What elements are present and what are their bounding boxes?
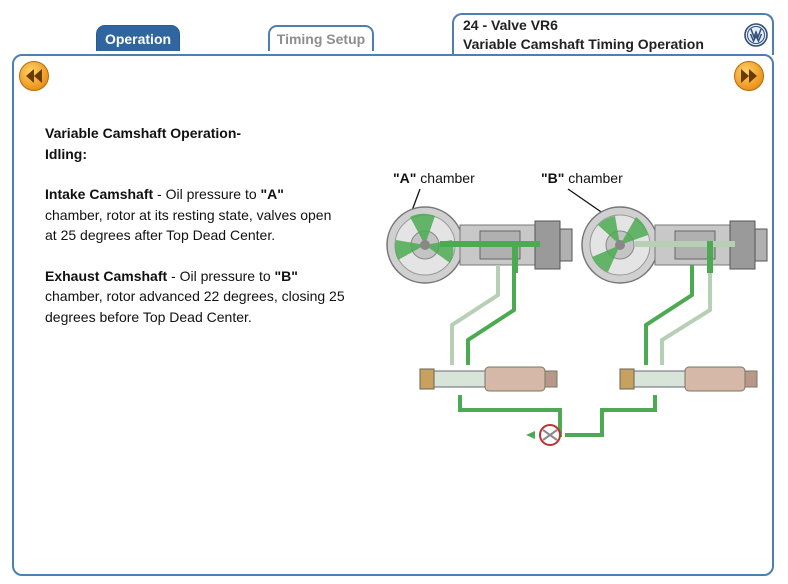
intake-cam-shaft xyxy=(440,220,573,273)
exhaust-solenoid-valve xyxy=(619,366,758,392)
rewind-icon[interactable] xyxy=(18,60,50,92)
exhaust-cam-adjuster xyxy=(581,206,659,284)
intake-solenoid-valve xyxy=(419,366,558,392)
description-text: Variable Camshaft Operation- Idling: Int… xyxy=(45,123,345,347)
title-box: 24 - Valve VR6 Variable Camshaft Timing … xyxy=(452,13,774,55)
course-title: 24 - Valve VR6 xyxy=(463,17,558,33)
exhaust-cam-shaft xyxy=(635,220,768,273)
vvt-hydraulic-diagram xyxy=(386,188,768,446)
vw-logo-icon xyxy=(744,23,768,47)
intake-paragraph: Intake Camshaft - Oil pressure to "A" ch… xyxy=(45,186,332,243)
section-heading: Variable Camshaft Operation- Idling: xyxy=(45,125,242,162)
tab-timing-setup[interactable]: Timing Setup xyxy=(268,25,374,51)
oil-supply-icon xyxy=(526,424,561,446)
chamber-a-label: "A" chamber xyxy=(393,170,475,186)
content-panel xyxy=(12,54,774,576)
intake-oil-lines xyxy=(450,265,562,437)
tab-operation[interactable]: Operation xyxy=(96,25,180,51)
exhaust-paragraph: Exhaust Camshaft - Oil pressure to "B" c… xyxy=(45,267,345,325)
exhaust-oil-lines xyxy=(565,265,712,437)
fast-forward-icon[interactable] xyxy=(733,60,765,92)
chamber-b-label: "B" chamber xyxy=(541,170,623,186)
page-title: Variable Camshaft Timing Operation xyxy=(463,36,704,52)
